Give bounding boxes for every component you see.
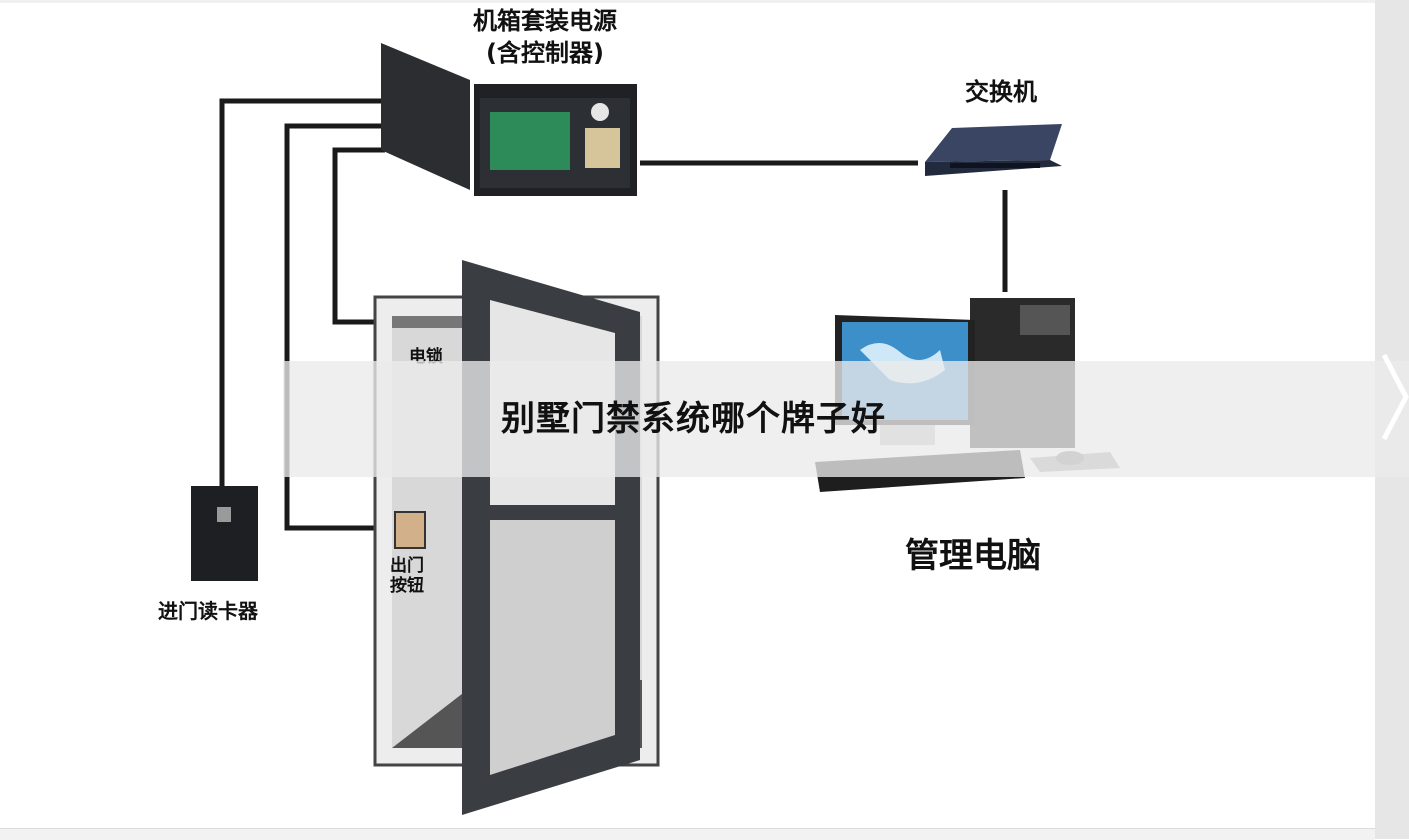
next-slide-button[interactable]	[1372, 350, 1409, 450]
exit-button-label: 出门 按钮	[390, 556, 440, 596]
control-box-label: 机箱套装电源 (含控制器)	[440, 5, 650, 69]
wiring	[219, 98, 1008, 531]
switch-label: 交换机	[965, 78, 1037, 106]
wire-lock	[332, 147, 395, 325]
control-box	[381, 43, 637, 196]
exit-button-label-line2: 按钮	[390, 576, 424, 596]
banner-title: 别墅门禁系统哪个牌子好	[501, 399, 886, 439]
chevron-right-icon	[1381, 353, 1409, 441]
card-reader-label: 进门读卡器	[158, 599, 258, 623]
top-divider	[0, 0, 1375, 3]
exit-button-device	[394, 511, 426, 549]
wire-reader	[219, 98, 385, 490]
card-reader	[191, 486, 258, 581]
pc-label: 管理电脑	[905, 536, 1041, 576]
exit-button-label-line1: 出门	[390, 556, 424, 576]
title-banner: 别墅门禁系统哪个牌子好	[283, 361, 1409, 477]
wire-exit-button	[284, 123, 395, 531]
control-box-label-line1: 机箱套装电源	[473, 7, 617, 35]
control-box-label-line2: (含控制器)	[486, 39, 604, 67]
bottom-divider	[0, 828, 1375, 840]
network-switch	[925, 124, 1062, 176]
